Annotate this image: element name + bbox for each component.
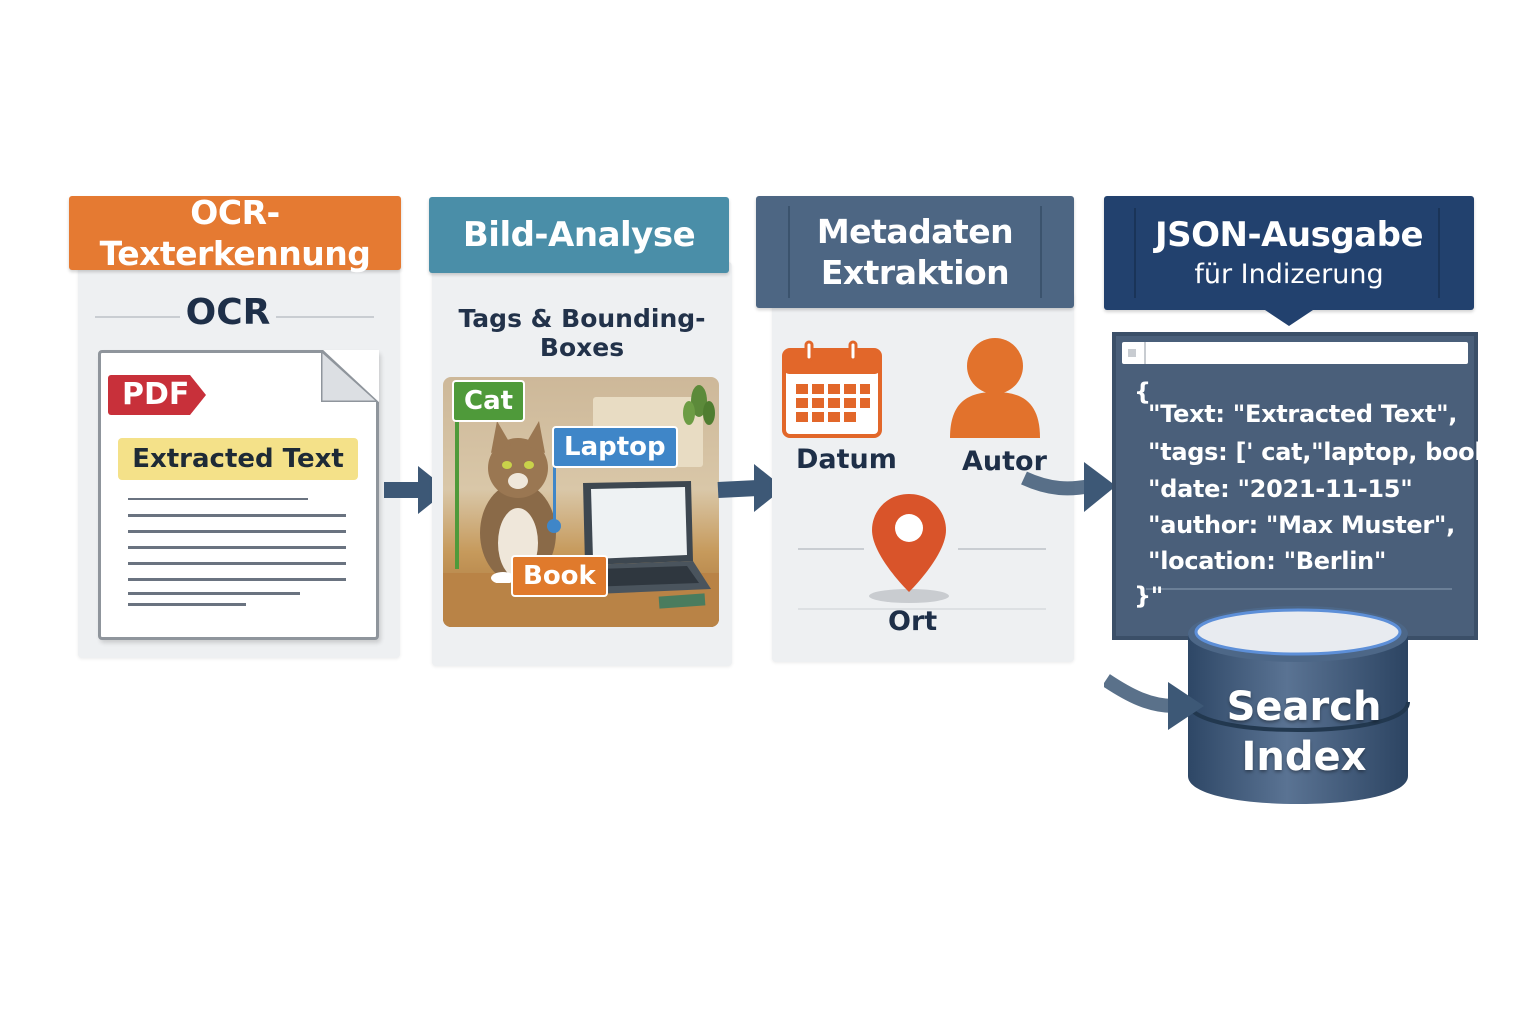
location-pin-icon — [869, 494, 949, 603]
metadata-header: Metadaten Extraktion — [756, 196, 1074, 308]
pdf-badge: PDF — [108, 375, 190, 415]
analyzed-photo — [443, 377, 719, 627]
text-line — [128, 592, 300, 595]
header-left-border — [1134, 208, 1136, 298]
ocr-header: OCR-Texterkennung — [69, 193, 401, 273]
metadata-divider-left — [798, 548, 864, 550]
divider-left — [95, 316, 180, 318]
flow-arrow-2 — [717, 464, 784, 512]
metadata-title-line2: Extraktion — [820, 253, 1010, 292]
pdf-badge-arrow — [190, 375, 206, 415]
image-analysis-header: Bild-Analyse — [429, 197, 729, 273]
window-title-bar — [1122, 342, 1468, 364]
header-right-border — [1438, 208, 1440, 298]
json-line-location: "location: "Berlin" — [1148, 547, 1387, 575]
text-line — [128, 498, 308, 500]
calendar-icon — [782, 340, 882, 438]
metadata-title-line1: Metadaten — [816, 211, 1014, 251]
author-label: Autor — [962, 446, 1047, 477]
flow-arrow-3 — [1021, 462, 1116, 512]
json-title-line1: JSON-Ausgabe — [1154, 215, 1424, 256]
laptop-bounding-dot — [547, 519, 561, 533]
metadata-divider-right — [958, 548, 1046, 550]
flow-arrow-4 — [1104, 674, 1204, 730]
json-line-date: "date: "2021-11-15" — [1148, 475, 1413, 503]
search-index-line2: Index — [1241, 734, 1367, 780]
json-bottom-rule — [1146, 588, 1452, 590]
page-fold-icon — [321, 350, 379, 402]
header-pointer — [1262, 308, 1316, 326]
date-label: Datum — [796, 444, 897, 475]
text-line — [128, 514, 346, 517]
metadata-divider-bottom — [798, 608, 1046, 610]
laptop-bounding-line — [553, 457, 556, 523]
image-analysis-subtitle: Tags & Bounding-Boxes — [458, 304, 706, 362]
image-analysis-title: Bild-Analyse — [462, 214, 696, 255]
json-line-tags: "tags: [' cat,"laptop, book"], — [1148, 438, 1522, 466]
divider-right — [276, 316, 374, 318]
window-control-dot — [1128, 349, 1136, 357]
database-icon — [1186, 606, 1410, 804]
ocr-header-title: OCR-Texterkennung — [99, 192, 371, 273]
person-icon — [950, 338, 1040, 438]
book-tag: Book — [511, 555, 608, 597]
json-output-window — [1112, 332, 1478, 640]
search-index-line1: Search — [1226, 684, 1382, 730]
json-header: JSON-Ausgabe für Indizerung — [1104, 196, 1474, 310]
cat-bounding-line — [455, 399, 459, 569]
ocr-subtitle: OCR — [185, 292, 271, 333]
json-line-open: { — [1134, 378, 1151, 406]
text-line — [128, 546, 346, 549]
json-title-line2: für Indizerung — [1194, 258, 1384, 290]
header-left-border — [788, 206, 790, 298]
location-label: Ort — [888, 606, 938, 637]
header-right-border — [1040, 206, 1042, 298]
text-line — [128, 578, 346, 581]
text-line — [128, 530, 346, 533]
cat-tag: Cat — [452, 380, 526, 422]
laptop-tag: Laptop — [552, 426, 678, 468]
json-line-close: }" — [1134, 582, 1163, 610]
text-line — [128, 562, 346, 565]
window-bar-divider — [1144, 342, 1146, 364]
extracted-text-highlight: Extracted Text — [118, 438, 358, 480]
json-line-text: "Text: "Extracted Text", — [1148, 400, 1458, 428]
json-line-author: "author: "Max Muster", — [1148, 511, 1455, 539]
text-line — [128, 603, 246, 606]
plant-icon — [683, 385, 715, 425]
